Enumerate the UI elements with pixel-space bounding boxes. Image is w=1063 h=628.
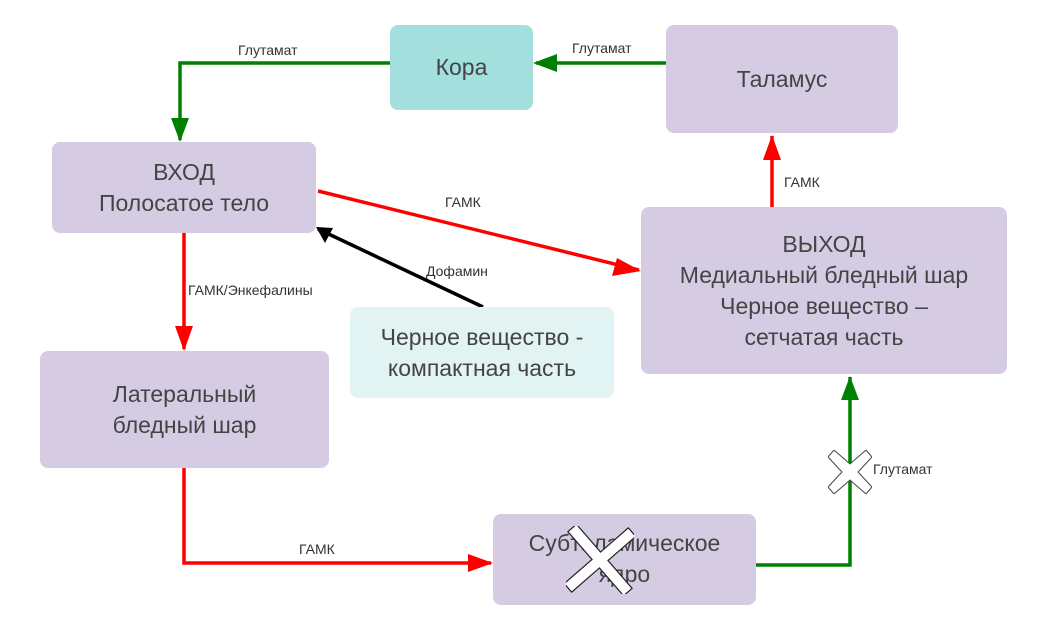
block-x-icon-glutamate [828,450,872,494]
edge-label-cortex-striatum: Глутамат [238,42,298,58]
node-gpe-line-1: Латеральный [112,380,257,407]
edge-stn-output [756,377,852,567]
arrowhead-thalamus [763,135,781,160]
arrowhead-striatum [171,118,189,142]
edge-label-thalamus-cortex: Глутамат [572,40,632,56]
node-striatum-line-1: ВХОД [153,158,215,185]
node-output-line-2: Медиальный бледный шар [679,261,969,288]
node-snc-line-2: компактная часть [387,354,577,381]
arrowhead-output-green [841,376,859,400]
node-output-line-1: ВЫХОД [782,230,866,257]
node-gpe-line-2: бледный шар [112,411,257,438]
edge-label-output-thalamus: ГАМК [784,174,820,190]
edge-snc-striatum [317,227,484,309]
edge-label-striatum-output: ГАМК [445,194,481,210]
arrowhead-striatum-black [316,227,333,243]
arrowhead-gpe [175,326,193,351]
edge-striatum-output [317,189,640,272]
block-x-icon-stn [566,526,634,594]
node-output-line-4: сетчатая часть [744,323,904,350]
edge-label-striatum-gpe: ГАМК/Энкефалины [188,282,313,298]
node-output: ВЫХОД Медиальный бледный шар Черное веще… [641,207,1007,374]
node-thalamus: Таламус [666,25,898,133]
edge-label-snc-striatum: Дофамин [426,263,488,279]
edge-gpe-stn [182,468,491,565]
node-snc: Черное вещество - компактная часть [350,307,614,398]
node-striatum-line-2: Полосатое тело [98,189,270,216]
node-cortex: Кора [390,25,533,110]
arrowhead-stn [468,554,493,572]
node-output-line-3: Черное вещество – [720,292,928,319]
node-striatum: ВХОД Полосатое тело [52,142,316,233]
arrowhead-output-red [612,258,641,276]
node-snc-line-1: Черное вещество - [380,323,584,350]
arrowhead-cortex [533,54,557,72]
edge-label-stn-output: Глутамат [873,461,933,477]
edge-cortex-striatum [178,61,390,140]
edge-label-gpe-stn: ГАМК [299,541,335,557]
node-cortex-label: Кора [435,54,488,80]
node-thalamus-label: Таламус [736,65,828,92]
node-gpe: Латеральный бледный шар [40,351,329,468]
